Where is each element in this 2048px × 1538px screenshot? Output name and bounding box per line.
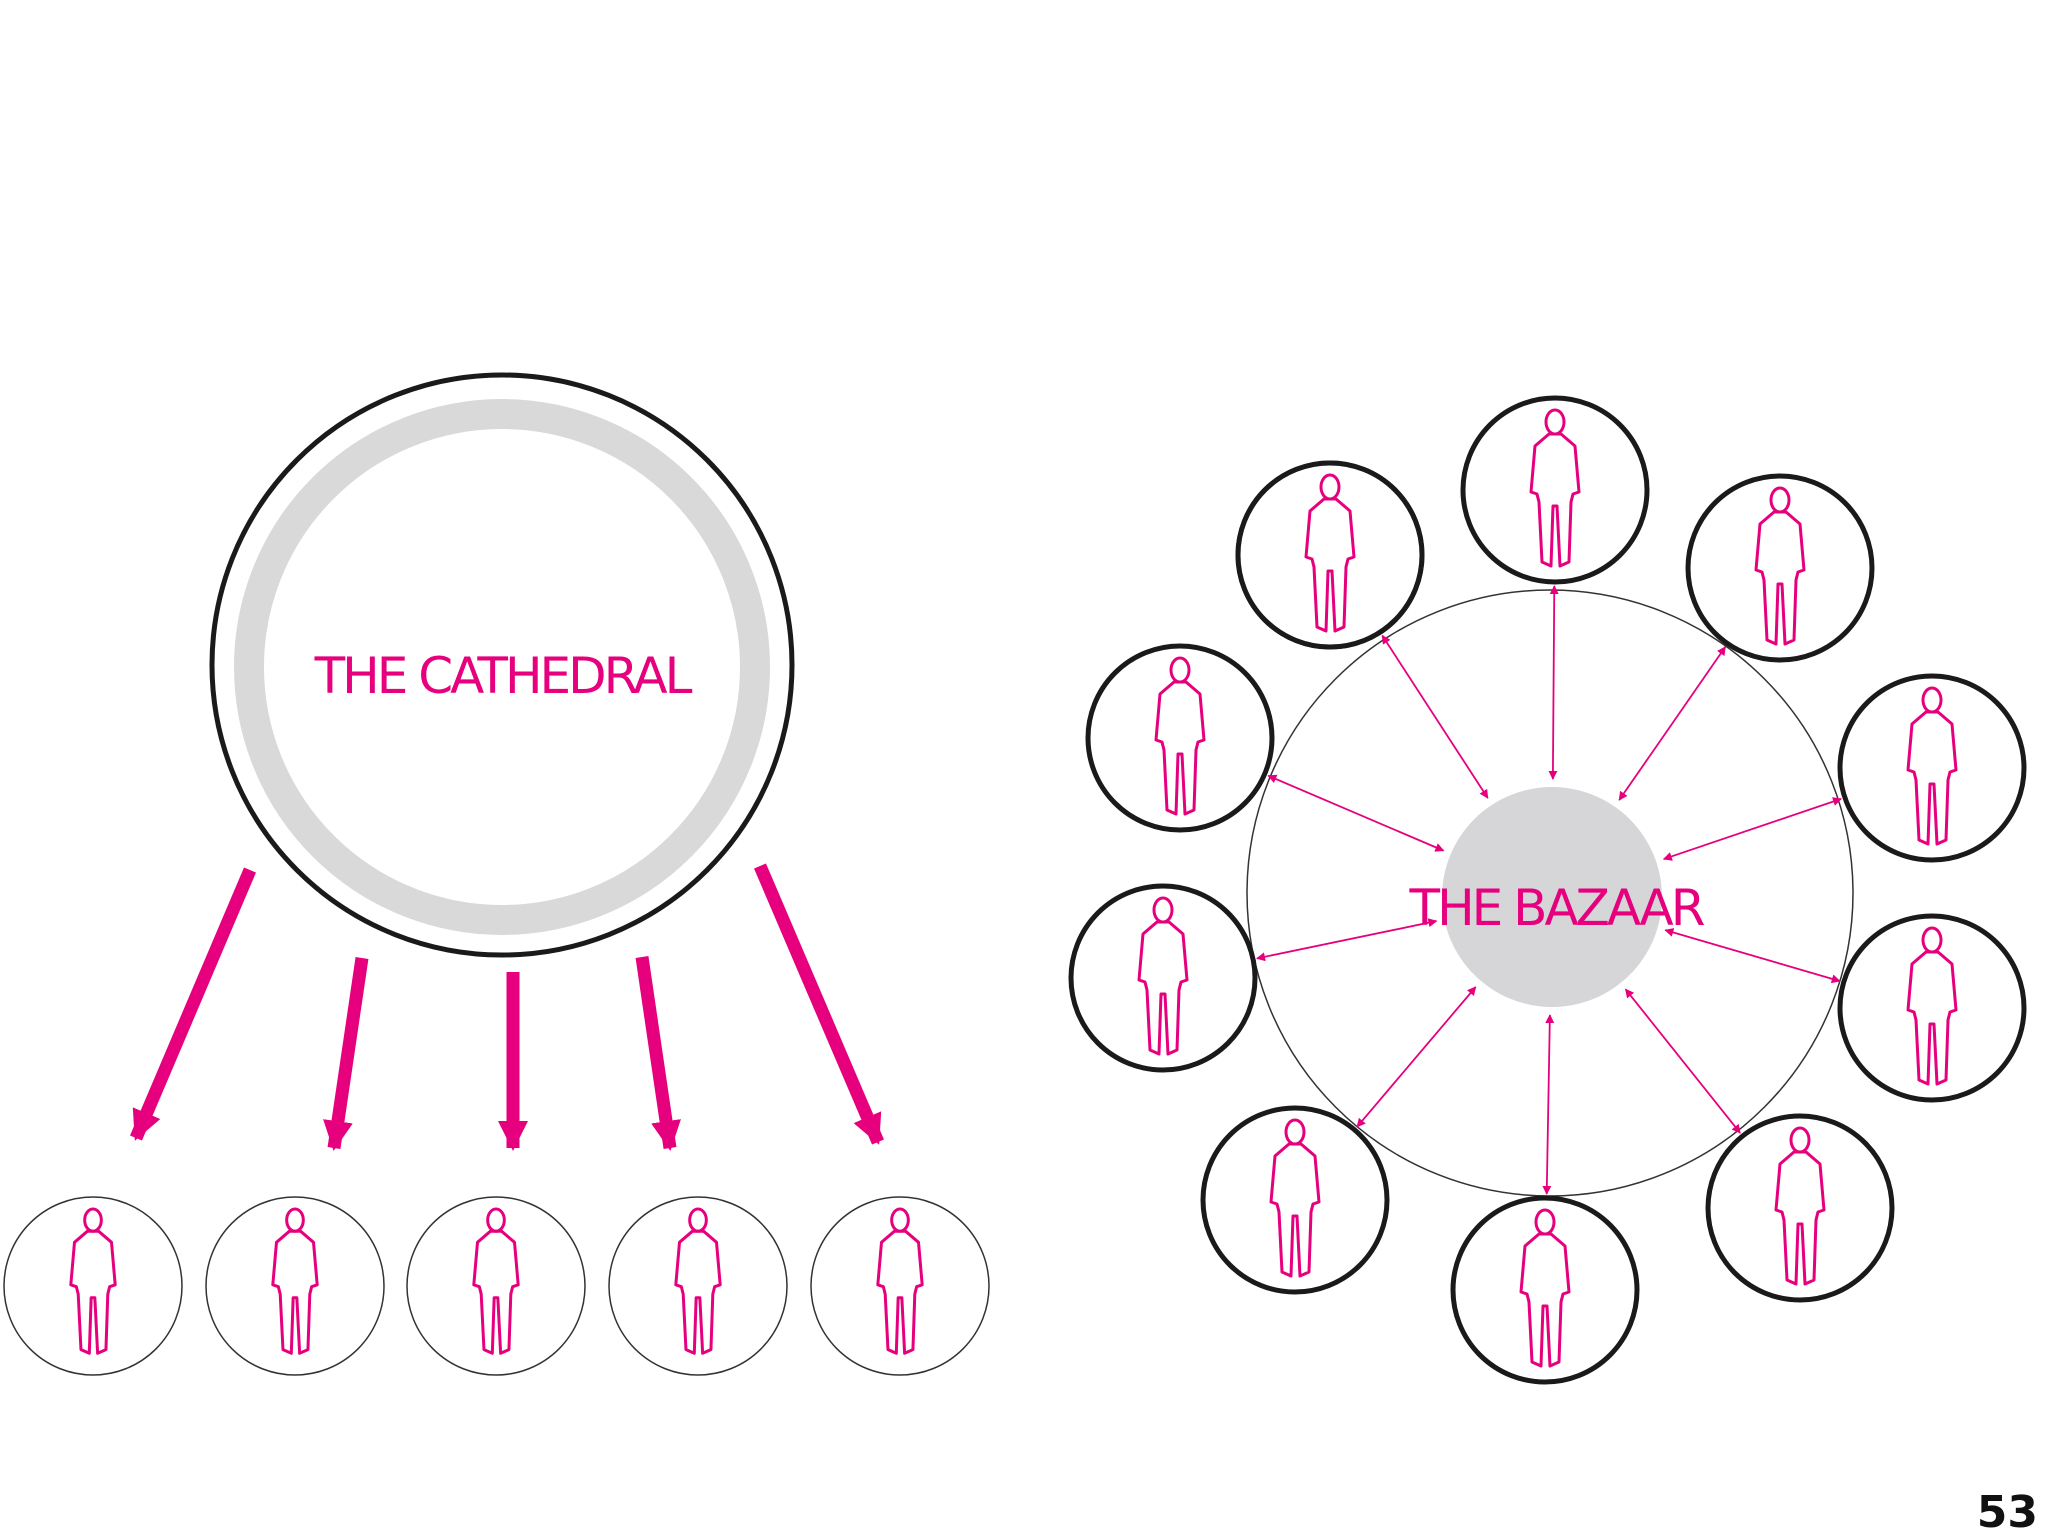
cathedral-people bbox=[3, 1196, 990, 1376]
bazaar-arrow bbox=[1267, 774, 1445, 852]
person-figure-icon bbox=[1529, 408, 1581, 568]
person-figure-icon bbox=[1754, 486, 1806, 646]
cathedral-person bbox=[608, 1196, 788, 1376]
bazaar-person bbox=[1837, 913, 2027, 1103]
cathedral-arrow bbox=[635, 956, 681, 1151]
bazaar-person bbox=[1685, 473, 1875, 663]
person-figure-icon bbox=[1519, 1208, 1571, 1368]
bazaar-arrow bbox=[1356, 986, 1477, 1128]
bazaar-arrow bbox=[1548, 585, 1559, 780]
person-circle bbox=[1837, 673, 2027, 863]
person-figure-icon bbox=[1304, 473, 1356, 633]
bazaar-arrows bbox=[1256, 585, 1842, 1195]
cathedral-person bbox=[406, 1196, 586, 1376]
cathedral-inner-ring bbox=[234, 399, 770, 935]
bazaar-arrow bbox=[1256, 918, 1438, 962]
cathedral-outer-circle bbox=[209, 372, 795, 958]
person-circle bbox=[810, 1196, 990, 1376]
person-circle bbox=[406, 1196, 586, 1376]
bazaar-person bbox=[1200, 1105, 1390, 1295]
bazaar-person bbox=[1235, 460, 1425, 650]
person-figure-icon bbox=[472, 1207, 520, 1355]
bazaar-arrow bbox=[1624, 988, 1741, 1134]
person-circle bbox=[1200, 1105, 1390, 1295]
person-circle bbox=[3, 1196, 183, 1376]
cathedral-label: THE CATHEDRAL bbox=[314, 647, 693, 705]
person-figure-icon bbox=[1774, 1126, 1826, 1286]
cathedral-arrows bbox=[130, 863, 884, 1151]
person-circle bbox=[1460, 395, 1650, 585]
cathedral-group: THE CATHEDRAL bbox=[3, 372, 990, 1376]
bazaar-people bbox=[1068, 395, 2027, 1385]
person-figure-icon bbox=[1154, 656, 1206, 816]
cathedral-arrow bbox=[754, 863, 884, 1145]
bazaar-person bbox=[1068, 883, 1258, 1073]
person-figure-icon bbox=[69, 1207, 117, 1355]
cathedral-person bbox=[3, 1196, 183, 1376]
person-circle bbox=[1685, 473, 1875, 663]
bazaar-arrow bbox=[1664, 928, 1841, 984]
person-figure-icon bbox=[1137, 896, 1189, 1056]
person-circle bbox=[1085, 643, 1275, 833]
person-figure-icon bbox=[1269, 1118, 1321, 1278]
bazaar-hub bbox=[1442, 787, 1662, 1007]
bazaar-arrow bbox=[1662, 797, 1842, 861]
cathedral-arrow bbox=[130, 867, 256, 1141]
bazaar-arrow bbox=[1381, 634, 1489, 799]
person-circle bbox=[1235, 460, 1425, 650]
person-circle bbox=[1837, 913, 2027, 1103]
person-circle bbox=[1450, 1195, 1640, 1385]
bazaar-person bbox=[1085, 643, 1275, 833]
cathedral-arrow bbox=[323, 957, 369, 1151]
bazaar-person bbox=[1460, 395, 1650, 585]
person-circle bbox=[205, 1196, 385, 1376]
person-figure-icon bbox=[674, 1207, 722, 1355]
bazaar-group: THE BAZAAR bbox=[1068, 395, 2027, 1385]
bazaar-person bbox=[1837, 673, 2027, 863]
bazaar-person bbox=[1705, 1113, 1895, 1303]
bazaar-arrow bbox=[1542, 1014, 1555, 1195]
person-figure-icon bbox=[1906, 686, 1958, 846]
cathedral-person bbox=[205, 1196, 385, 1376]
person-figure-icon bbox=[271, 1207, 319, 1355]
bazaar-arrow bbox=[1618, 646, 1727, 801]
person-figure-icon bbox=[1906, 926, 1958, 1086]
page-number: 53 bbox=[1976, 1487, 2038, 1538]
person-circle bbox=[608, 1196, 788, 1376]
cathedral-person bbox=[810, 1196, 990, 1376]
person-circle bbox=[1068, 883, 1258, 1073]
bazaar-label: THE BAZAAR bbox=[1409, 879, 1705, 937]
bazaar-person bbox=[1450, 1195, 1640, 1385]
person-circle bbox=[1705, 1113, 1895, 1303]
person-figure-icon bbox=[876, 1207, 924, 1355]
